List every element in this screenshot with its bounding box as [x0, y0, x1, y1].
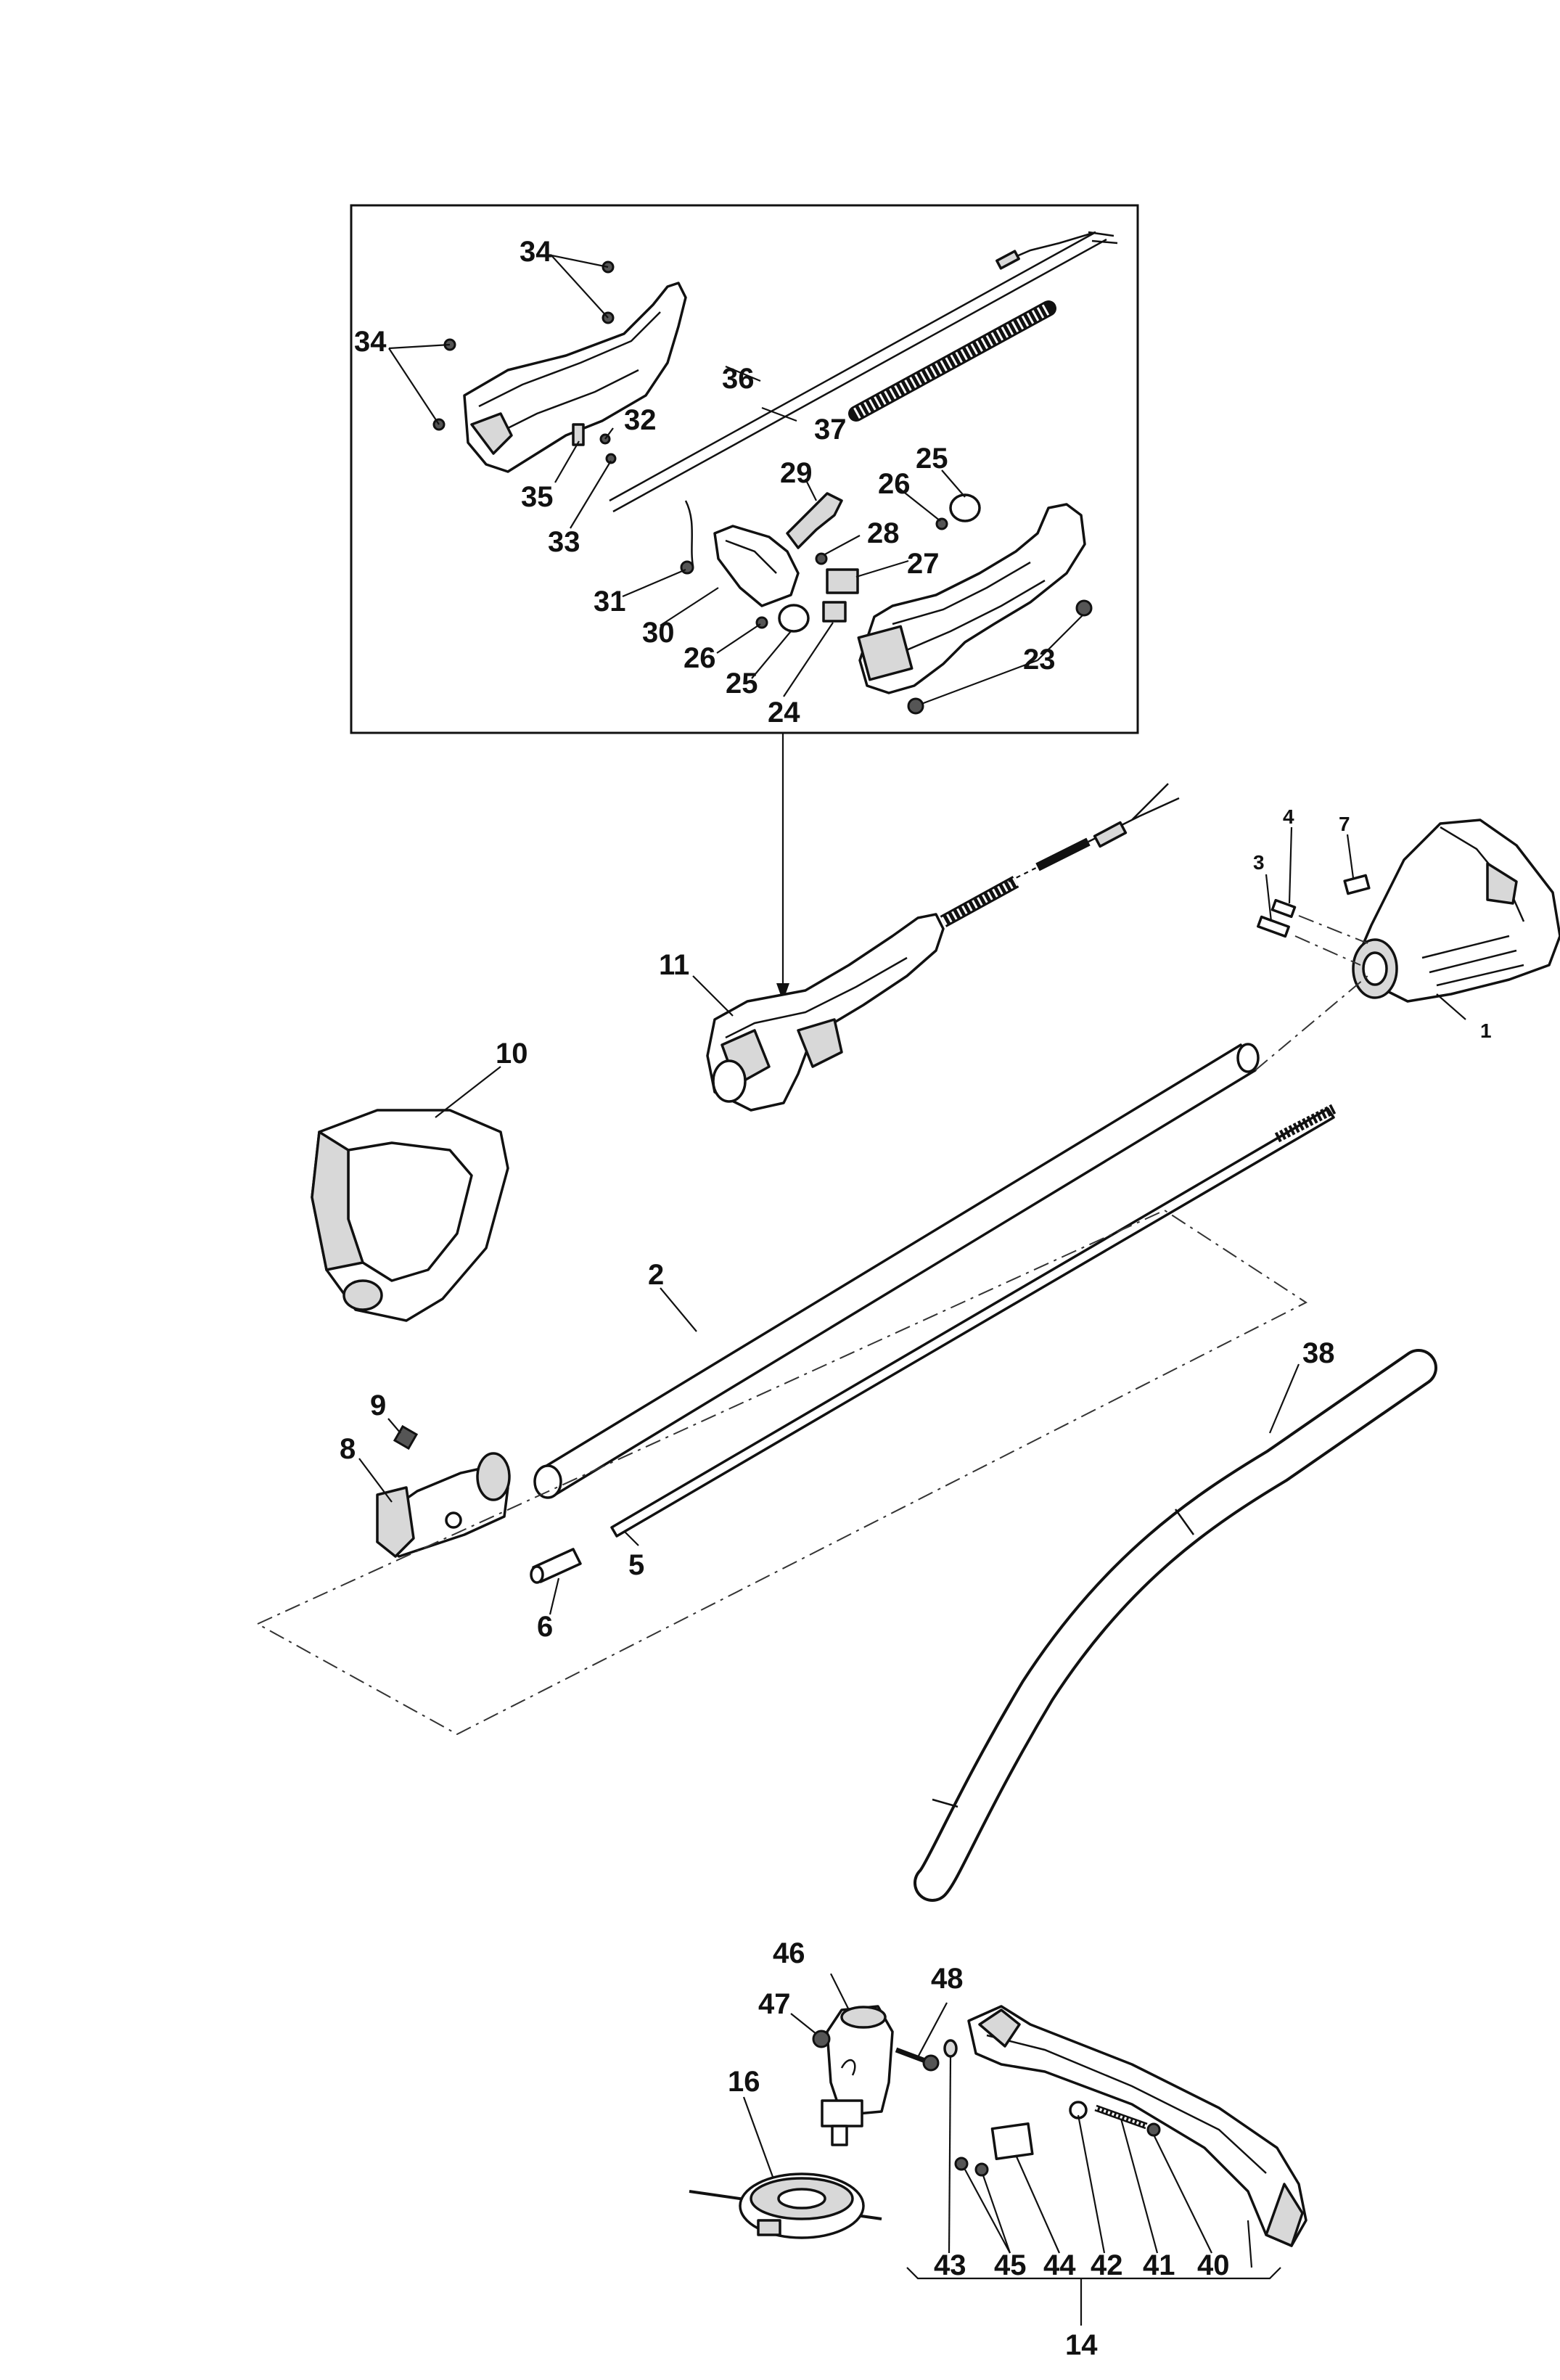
tube-to-housing-guide	[1255, 975, 1368, 1071]
handle-assembly-11	[706, 783, 1180, 1112]
label-8: 8	[340, 1433, 356, 1465]
label-35: 35	[521, 481, 554, 513]
label-41: 41	[1143, 2249, 1175, 2281]
loop-handle-10	[311, 1109, 509, 1322]
label-27: 27	[907, 548, 940, 580]
label-26a: 26	[878, 468, 911, 500]
screw-26-upper	[935, 517, 948, 530]
blade-plate-44	[990, 2122, 1034, 2161]
handle-bracket-30	[713, 525, 800, 607]
label-33: 33	[548, 526, 580, 558]
label-40: 40	[1197, 2249, 1230, 2281]
part-number-labels: 34 34 36 37 32 35 33 29 25 26 28 27 31 3…	[340, 236, 1492, 2361]
label-42: 42	[1091, 2249, 1123, 2281]
leader-lines	[358, 826, 1466, 2268]
label-14: 14	[1065, 2329, 1098, 2361]
assembly-plane	[255, 1209, 1307, 1736]
nut-23b	[907, 697, 924, 715]
washer-43	[943, 2039, 958, 2058]
handle-half-right	[857, 503, 1086, 694]
label-2: 2	[648, 1259, 664, 1291]
tube-2	[533, 1043, 1260, 1499]
label-44: 44	[1043, 2249, 1076, 2281]
label-7: 7	[1339, 813, 1350, 835]
label-46: 46	[773, 1937, 805, 1969]
label-26b: 26	[683, 642, 716, 674]
handle-clamp-8	[376, 1452, 511, 1558]
label-45: 45	[994, 2249, 1027, 2281]
flex-spring	[848, 300, 1056, 422]
trimmer-head-16	[689, 2172, 882, 2239]
label-23: 23	[1023, 644, 1056, 676]
bolt-48	[895, 2047, 927, 2064]
throttle-trigger-29	[786, 492, 843, 549]
drive-shaft-5	[610, 1104, 1337, 1538]
label-37: 37	[814, 414, 847, 446]
label-4: 4	[1283, 805, 1294, 828]
spring-31	[684, 500, 694, 567]
pin-33	[605, 453, 617, 464]
label-34b: 34	[354, 326, 387, 358]
bolt-40	[1146, 2122, 1161, 2137]
sleeve-6	[530, 1548, 582, 1584]
throttle-cables	[609, 231, 1118, 513]
group-bracket-14	[906, 2267, 1281, 2280]
label-10: 10	[496, 1038, 528, 1070]
screw-45a	[954, 2157, 969, 2171]
handle-detail-inset	[350, 204, 1139, 1001]
switch-27	[826, 568, 859, 594]
label-43: 43	[934, 2249, 966, 2281]
label-36: 36	[722, 363, 755, 395]
label-28: 28	[867, 517, 900, 549]
label-38: 38	[1302, 1337, 1335, 1369]
label-25a: 25	[916, 443, 948, 475]
label-11: 11	[659, 949, 689, 981]
screw-45b	[974, 2162, 989, 2177]
bent-tube-38	[914, 1349, 1437, 1902]
label-48: 48	[931, 1963, 964, 1995]
gear-head-46	[821, 2005, 894, 2146]
label-30: 30	[642, 617, 675, 649]
nut-23	[1075, 599, 1093, 617]
label-16: 16	[728, 2066, 760, 2098]
pin-28	[815, 552, 828, 565]
label-25b: 25	[726, 668, 758, 699]
switch-35	[572, 423, 585, 446]
label-24: 24	[768, 697, 800, 729]
clamp-25-upper	[949, 493, 981, 522]
label-1: 1	[1480, 1019, 1492, 1042]
label-6: 6	[537, 1611, 553, 1643]
clamp-25	[778, 604, 810, 633]
engine-coupling-housing-1	[1352, 818, 1560, 1003]
label-3: 3	[1253, 851, 1265, 874]
label-9: 9	[370, 1390, 386, 1421]
label-32: 32	[624, 404, 657, 436]
label-29: 29	[780, 457, 813, 489]
label-47: 47	[758, 1988, 791, 2020]
label-34a: 34	[520, 236, 552, 268]
connector-24	[822, 601, 847, 623]
bolts-3-4-7	[1257, 874, 1371, 966]
screw-47	[812, 2030, 831, 2048]
label-5: 5	[628, 1549, 644, 1581]
handle-half-left	[463, 282, 687, 473]
label-31: 31	[594, 586, 626, 617]
guard-assembly-14	[967, 2005, 1307, 2247]
